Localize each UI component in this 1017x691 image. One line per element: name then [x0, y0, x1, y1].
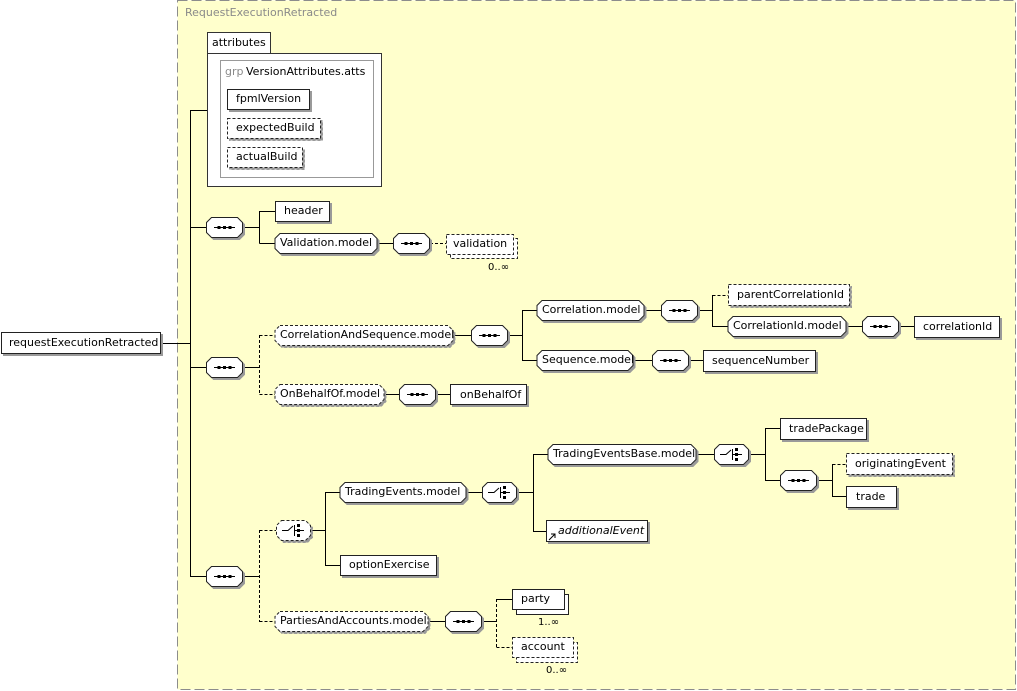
party-occurrence: 1..∞	[538, 617, 560, 628]
group-boxes	[274, 233, 847, 632]
attribute-actual-build[interactable]: actualBuild	[236, 150, 298, 163]
group-prefix: grp	[225, 65, 244, 78]
attributes-panel	[207, 32, 382, 187]
trading-events-model-label[interactable]: TradingEvents.model	[345, 485, 461, 498]
sequence-compositor-icon	[780, 470, 817, 491]
trading-events-model-box	[339, 482, 467, 503]
header-box	[275, 201, 330, 222]
trading-events-base-model-box	[547, 444, 697, 465]
option-exercise-box	[340, 555, 437, 576]
correlation-and-sequence-model-box	[274, 325, 454, 346]
sequence-compositors	[206, 217, 899, 632]
root-element-box	[1, 332, 161, 354]
sequence-compositor-icon	[393, 233, 430, 254]
sequence-compositor-icon	[661, 300, 698, 321]
choice-compositors	[276, 444, 749, 541]
correlation-id-model-label[interactable]: CorrelationId.model	[733, 319, 842, 332]
connectors	[161, 110, 914, 648]
account-label[interactable]: account	[521, 640, 565, 653]
attribute-expected-build[interactable]: expectedBuild	[236, 121, 315, 134]
correlation-id-model-box	[727, 316, 847, 337]
correlation-model-label[interactable]: Correlation.model	[542, 303, 641, 316]
party-box	[512, 589, 565, 610]
attribute-fpml-version[interactable]: fpmlVersion	[236, 92, 302, 105]
option-exercise-label[interactable]: optionExercise	[349, 558, 430, 571]
sequence-compositor-icon	[206, 566, 243, 587]
trade-package-label[interactable]: tradePackage	[789, 422, 864, 435]
correlation-id-label[interactable]: correlationId	[923, 320, 993, 333]
parties-and-accounts-model-label[interactable]: PartiesAndAccounts.model	[280, 614, 427, 627]
root-element-label[interactable]: requestExecutionRetracted	[9, 336, 159, 349]
trade-package-box	[780, 418, 867, 440]
trading-events-base-model-label[interactable]: TradingEventsBase.model	[553, 447, 696, 460]
choice-compositor-icon	[276, 520, 311, 541]
container-title: RequestExecutionRetracted	[185, 6, 338, 19]
on-behalf-of-box	[450, 384, 527, 405]
sequence-compositor-icon	[471, 325, 508, 346]
sequence-compositor-icon	[862, 316, 899, 337]
element-boxes	[1, 201, 1000, 663]
sequence-number-label[interactable]: sequenceNumber	[712, 354, 810, 367]
additional-event-label[interactable]: additionalEvent	[558, 524, 645, 537]
correlation-id-box	[914, 316, 1000, 338]
sequence-compositor-icon	[206, 217, 243, 238]
choice-compositor-icon	[714, 444, 749, 465]
validation-label[interactable]: validation	[453, 237, 508, 250]
trade-box	[846, 486, 897, 508]
correlation-model-box	[536, 300, 645, 321]
header-label[interactable]: header	[284, 204, 323, 217]
correlation-and-sequence-model-label[interactable]: CorrelationAndSequence.model	[280, 328, 455, 341]
sequence-model-label[interactable]: Sequence.model	[542, 353, 635, 366]
sequence-compositor-icon	[399, 384, 436, 405]
sequence-model-box	[536, 350, 634, 371]
sequence-compositor-icon	[206, 357, 243, 378]
attribute-group-name: VersionAttributes.atts	[246, 65, 366, 78]
reference-arrow-icon	[548, 533, 556, 541]
validation-box	[446, 234, 514, 255]
choice-compositor-icon	[482, 482, 517, 503]
validation-occurrence: 0..∞	[488, 262, 510, 273]
originating-event-box	[846, 453, 953, 475]
attributes-tab: attributes	[212, 36, 266, 49]
originating-event-label[interactable]: originatingEvent	[855, 457, 946, 470]
sequence-compositor-icon	[652, 350, 689, 371]
parent-correlation-id-label[interactable]: parentCorrelationId	[737, 288, 844, 301]
validation-model-box	[274, 233, 378, 254]
validation-model-label[interactable]: Validation.model	[280, 236, 373, 249]
account-occurrence: 0..∞	[546, 665, 568, 676]
trade-label[interactable]: trade	[856, 490, 886, 503]
additional-event-box	[546, 520, 648, 542]
sequence-compositor-icon	[445, 611, 482, 632]
on-behalf-of-model-box	[274, 384, 385, 405]
sequence-number-box	[703, 350, 816, 372]
on-behalf-of-label[interactable]: onBehalfOf	[460, 388, 522, 401]
parent-correlation-id-box	[728, 284, 850, 306]
account-box	[512, 637, 574, 658]
parties-and-accounts-model-box	[274, 611, 429, 632]
on-behalf-of-model-label[interactable]: OnBehalfOf.model	[280, 387, 381, 400]
party-label[interactable]: party	[521, 592, 551, 605]
